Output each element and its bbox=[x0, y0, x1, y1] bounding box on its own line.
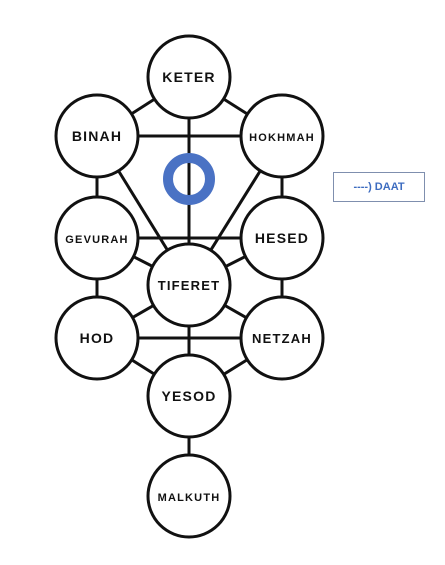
node-keter: KETER bbox=[146, 34, 232, 120]
node-hokhmah: HOKHMAH bbox=[239, 93, 325, 179]
node-label-hesed: HESED bbox=[255, 230, 309, 246]
node-circle-netzah bbox=[239, 295, 325, 381]
node-circle-binah bbox=[54, 93, 140, 179]
node-hesed: HESED bbox=[239, 195, 325, 281]
daat-callout-label: ----) DAAT bbox=[333, 172, 425, 202]
node-hod: HOD bbox=[54, 295, 140, 381]
node-label-malkuth: MALKUTH bbox=[158, 492, 221, 504]
node-gevurah: GEVURAH bbox=[54, 195, 140, 281]
node-label-keter: KETER bbox=[162, 69, 215, 85]
node-label-gevurah: GEVURAH bbox=[65, 234, 128, 246]
daat-ring bbox=[163, 153, 215, 205]
node-label-tiferet: TIFERET bbox=[158, 278, 221, 293]
node-binah: BINAH bbox=[54, 93, 140, 179]
node-label-netzah: NETZAH bbox=[252, 331, 312, 346]
node-netzah: NETZAH bbox=[239, 295, 325, 381]
node-malkuth: MALKUTH bbox=[146, 453, 232, 539]
node-circle-hokhmah bbox=[239, 93, 325, 179]
node-circle-yesod bbox=[146, 353, 232, 439]
sephirot-nodes: KETER BINAH HOKHMAH GEVURAH HESED TIFERET HOD N… bbox=[54, 34, 325, 539]
node-label-binah: BINAH bbox=[72, 128, 122, 144]
node-label-hokhmah: HOKHMAH bbox=[249, 132, 315, 144]
node-yesod: YESOD bbox=[146, 353, 232, 439]
node-circle-tiferet bbox=[146, 242, 232, 328]
node-circle-keter bbox=[146, 34, 232, 120]
node-circle-malkuth bbox=[146, 453, 232, 539]
node-label-yesod: YESOD bbox=[161, 388, 216, 404]
daat-marker bbox=[163, 153, 215, 205]
node-circle-hod bbox=[54, 295, 140, 381]
node-tiferet: TIFERET bbox=[146, 242, 232, 328]
node-label-hod: HOD bbox=[80, 330, 115, 346]
node-circle-hesed bbox=[239, 195, 325, 281]
node-circle-gevurah bbox=[54, 195, 140, 281]
